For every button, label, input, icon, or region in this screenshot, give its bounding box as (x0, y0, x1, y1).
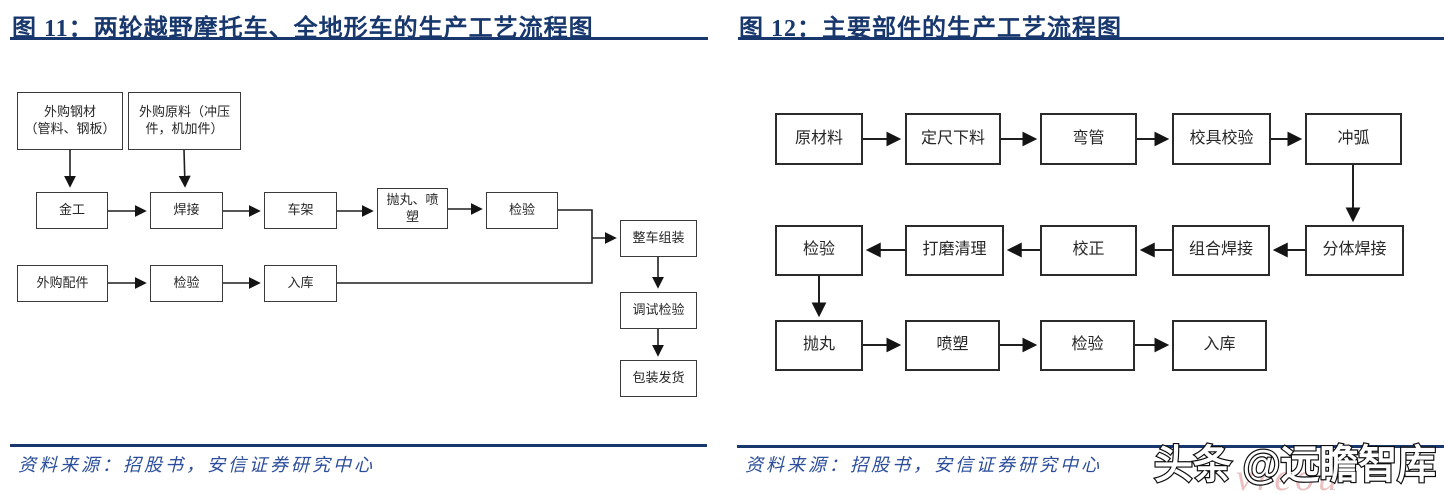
fig12-node-powder-coating: 喷塑 (905, 320, 1000, 371)
fig12-node-correction: 校正 (1040, 225, 1137, 276)
fig12-node-inspection-1: 检验 (775, 225, 863, 276)
fig12-node-raw-material: 原材料 (775, 113, 863, 165)
toutiao-watermark-text: 头条 @远瞻智库 (1154, 443, 1436, 487)
fig11-node-vehicle-assembly: 整车组装 (620, 220, 697, 257)
fig12-node-warehousing: 入库 (1172, 320, 1267, 371)
fig12-node-inspection-2: 检验 (1040, 320, 1135, 371)
fig12-node-grinding-cleaning: 打磨清理 (905, 225, 1004, 276)
fig12-node-tube-bending: 弯管 (1040, 113, 1137, 165)
fig11-node-welding: 焊接 (150, 192, 223, 229)
figure-11-title-rule (10, 37, 708, 40)
fig12-node-cut-to-length: 定尺下料 (905, 113, 1001, 165)
figure-12-source: 资料来源：招股书，安信证券研究中心 (745, 455, 1102, 475)
fig12-node-split-welding: 分体焊接 (1305, 225, 1404, 276)
fig11-node-debug-inspection: 调试检验 (620, 292, 697, 329)
connector-arrow (178, 149, 191, 188)
fig11-node-shot-blast-spray: 抛丸、喷 塑 (377, 188, 448, 229)
fig11-node-purchased-steel: 外购钢材 （管料、钢板） (17, 92, 123, 150)
fig12-node-fixture-inspection: 校具校验 (1172, 113, 1271, 165)
figure-11-footer-rule (10, 444, 707, 447)
fig11-node-purchased-raw-materials: 外购原料（冲压 件，机加件） (128, 92, 241, 150)
fig11-node-metalworking: 金工 (36, 192, 108, 229)
figure-12-title-rule (738, 37, 1444, 40)
figure-12-footer-rule (737, 445, 1444, 448)
figure-11-source: 资料来源：招股书，安信证券研究中心 (18, 455, 375, 475)
fig11-node-inspection-2: 检验 (150, 265, 223, 302)
fig11-node-warehousing: 入库 (264, 265, 337, 302)
fig12-node-shot-blasting: 抛丸 (775, 320, 863, 371)
fig11-node-purchased-parts: 外购配件 (17, 265, 108, 302)
fig12-node-arc-punching: 冲弧 (1305, 113, 1402, 165)
red-watermark-fragment: vreou (1236, 457, 1342, 494)
fig12-node-combined-welding: 组合焊接 (1172, 225, 1270, 276)
fig11-node-inspection-1: 检验 (486, 192, 558, 229)
toutiao-watermark: 头条 @远瞻智库 (1153, 442, 1437, 488)
fig11-node-packing-shipping: 包装发货 (620, 360, 697, 397)
fig11-connectors (64, 149, 664, 357)
fig11-node-frame: 车架 (264, 192, 337, 229)
